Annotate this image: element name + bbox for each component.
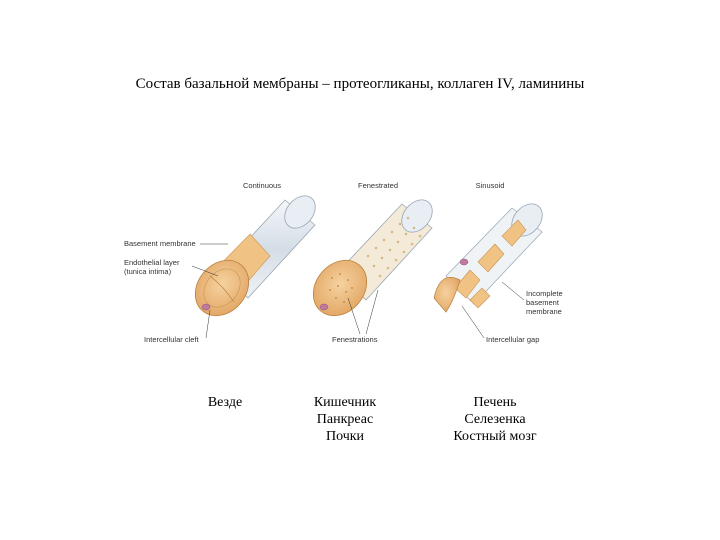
label-incomplete: Incomplete [526,289,563,298]
caption-line: Кишечник [313,395,377,410]
continuous-capillary [194,195,316,317]
label-intercellular-cleft: Intercellular cleft [144,335,200,344]
caption-line: Селезенка [464,412,526,427]
fenestrated-capillary [312,199,433,317]
label-endothelial-layer: Endothelial layer [124,258,180,267]
label-basement: basement [526,298,560,307]
label-fenestrations: Fenestrations [332,335,378,344]
caption-line: Костный мозг [453,429,537,444]
sinusoid-capillary [433,203,543,313]
heading-continuous: Continuous [243,181,281,190]
caption-sinusoid: Печень Селезенка Костный мозг [430,394,560,445]
label-tunica-intima: (tunica intima) [124,267,172,276]
caption-line: Панкреас [316,412,374,427]
label-membrane: membrane [526,307,562,316]
label-intercellular-gap: Intercellular gap [486,335,539,344]
heading-sinusoid: Sinusoid [476,181,505,190]
caption-line: Печень [473,395,517,410]
heading-fenestrated: Fenestrated [358,181,398,190]
caption-line: Почки [325,429,365,444]
caption-continuous: Везде [180,394,270,411]
caption-line: Везде [207,395,243,410]
capillary-types-figure: Continuous Fenestrated Sinusoid [124,181,563,344]
label-basement-membrane: Basement membrane [124,239,196,248]
caption-fenestrated: Кишечник Панкреас Почки [290,394,400,445]
slide-title: Состав базальной мембраны – протеогликан… [135,76,585,92]
